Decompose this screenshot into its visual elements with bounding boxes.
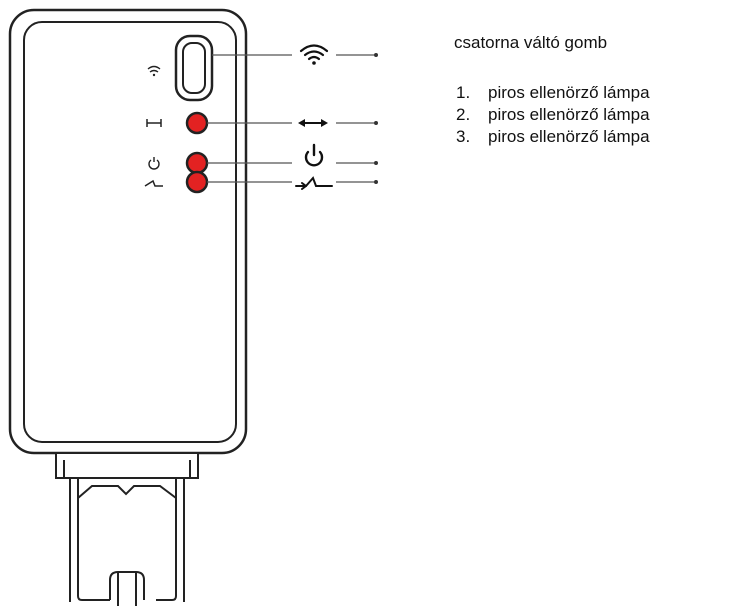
double-arrow-icon-small bbox=[146, 119, 162, 127]
plug-connector bbox=[55, 452, 199, 606]
lamp-3-label: piros ellenörző lámpa bbox=[488, 127, 650, 146]
wifi-icon bbox=[299, 44, 329, 65]
red-lamp-3-dot bbox=[185, 170, 209, 194]
channel-button-label: csatorna váltó gomb bbox=[454, 33, 608, 52]
lamp-3-number: 3. bbox=[456, 127, 471, 146]
valve-icon-small bbox=[144, 179, 163, 187]
lamp-1-label: piros ellenörző lámpa bbox=[488, 83, 650, 102]
double-arrow-icon bbox=[298, 119, 328, 127]
lamp-2-label: piros ellenörző lámpa bbox=[488, 105, 650, 124]
lamp-1-number: 1. bbox=[456, 83, 471, 102]
red-lamp-2 bbox=[185, 151, 209, 175]
leader-lines bbox=[207, 54, 374, 183]
valve-icon bbox=[295, 176, 333, 190]
leader-line-endpoints bbox=[374, 53, 378, 184]
red-lamp-1 bbox=[185, 111, 209, 135]
channel-switch-button[interactable] bbox=[174, 34, 214, 102]
power-icon-small bbox=[148, 157, 160, 170]
lamp-2-number: 2. bbox=[456, 105, 471, 124]
power-icon bbox=[304, 143, 324, 167]
wifi-icon-small bbox=[147, 65, 161, 77]
